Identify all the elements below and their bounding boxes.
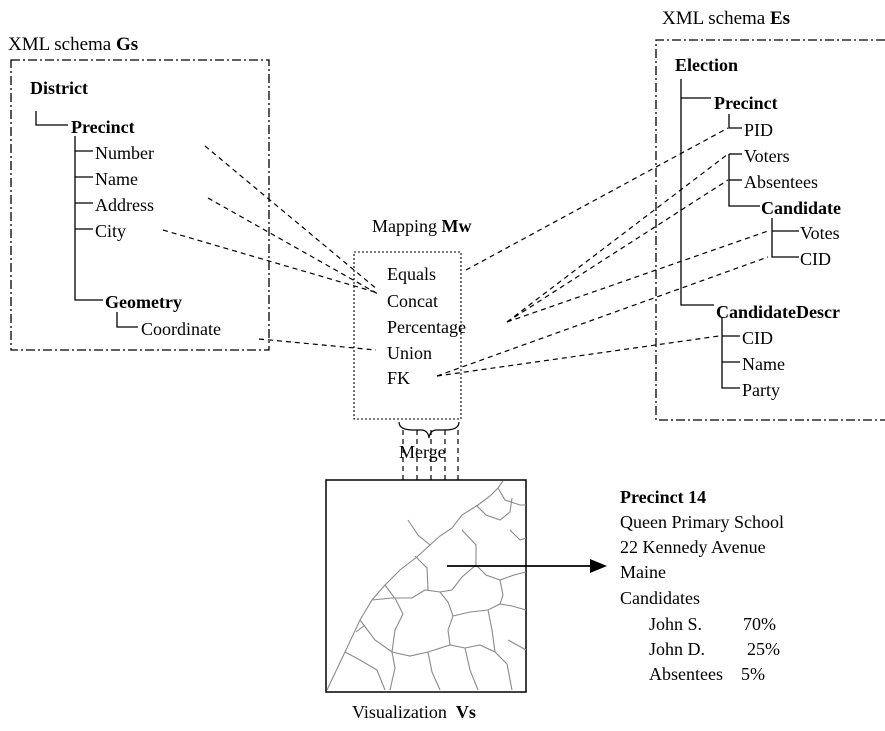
info-row-name: John S. xyxy=(649,614,703,634)
es-node-precinct: Precinct xyxy=(714,93,778,113)
gs-field-address: Address xyxy=(95,195,154,215)
es-descr-cid: CID xyxy=(742,328,773,348)
gs-node-geometry: Geometry xyxy=(105,292,182,312)
es-field-votes: Votes xyxy=(800,223,840,243)
gs-field-name: Name xyxy=(95,169,138,189)
merge-brace xyxy=(398,421,460,439)
info-row-value: 5% xyxy=(741,664,765,684)
mapping-op-fk: FK xyxy=(387,368,411,388)
gs-tree-lines xyxy=(35,111,138,328)
es-node-candidate: Candidate xyxy=(761,198,842,218)
mapping-op-union: Union xyxy=(387,343,432,363)
gs-field-coordinate: Coordinate xyxy=(141,319,221,339)
es-field-cid: CID xyxy=(800,249,831,269)
es-field-pid: PID xyxy=(744,120,774,140)
info-row-value: 70% xyxy=(743,614,776,634)
mapping-op-percentage: Percentage xyxy=(387,317,466,337)
schema-gs-box xyxy=(10,59,270,351)
es-node-election: Election xyxy=(675,55,738,75)
info-title: Precinct 14 xyxy=(620,487,707,507)
schema-es-caption: XML schema Es xyxy=(662,8,791,29)
info-state: Maine xyxy=(620,562,666,582)
mapping-op-concat: Concat xyxy=(387,291,438,311)
mapping-op-equals: Equals xyxy=(387,264,436,284)
es-field-absentees: Absentees xyxy=(744,172,818,192)
gs-field-number: Number xyxy=(95,143,154,163)
mapping-connectors xyxy=(162,127,769,480)
info-school: Queen Primary School xyxy=(620,512,784,532)
visualization-map xyxy=(325,479,607,693)
gs-node-district: District xyxy=(30,78,88,98)
gs-node-precinct: Precinct xyxy=(71,117,135,137)
schema-es-box xyxy=(655,39,885,421)
info-candidates-label: Candidates xyxy=(620,588,700,608)
gs-field-city: City xyxy=(95,221,127,241)
visualization-caption: Visualization Vs xyxy=(352,702,476,722)
mapping-caption: Mapping Mw xyxy=(372,216,472,236)
info-address: 22 Kennedy Avenue xyxy=(620,537,766,557)
merge-label: Merge xyxy=(399,442,446,462)
schema-gs-caption: XML schema Gs xyxy=(8,34,139,55)
info-row-name: John D. xyxy=(649,639,706,659)
es-node-candidatedescr: CandidateDescr xyxy=(716,302,840,322)
es-field-voters: Voters xyxy=(744,146,790,166)
es-descr-party: Party xyxy=(742,380,780,400)
es-descr-name: Name xyxy=(742,354,785,374)
mapping-box xyxy=(353,251,462,420)
info-row-value: 25% xyxy=(747,639,780,659)
info-row-name: Absentees xyxy=(649,664,723,684)
es-tree-lines xyxy=(680,79,799,389)
